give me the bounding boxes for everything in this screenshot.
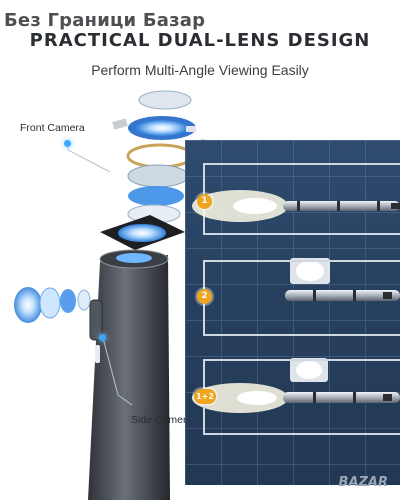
page-title: PRACTICAL DUAL-LENS DESIGN (29, 30, 371, 51)
mode-frame-2 (203, 260, 400, 336)
mode-badge-1: 1 (197, 194, 212, 209)
brand-logo: BAZAR (338, 475, 388, 490)
probe-front-view (192, 190, 400, 413)
side-camera-marker (99, 334, 106, 341)
mode-badge-2: 2 (197, 289, 212, 304)
device-body (88, 249, 170, 500)
exploded-lens-stack (100, 90, 213, 250)
mode-frame-3 (203, 359, 400, 435)
front-camera-label: Front Camera (20, 122, 85, 134)
watermark-text: Без Граници Базар (4, 10, 206, 31)
page-subtitle: Perform Multi-Angle Viewing Easily (91, 62, 309, 78)
mode-badge-3: 1+2 (194, 389, 216, 404)
front-camera-marker (64, 140, 71, 147)
viewing-modes-panel (185, 140, 400, 485)
side-camera-label: Side Camera (131, 414, 193, 426)
side-camera-beam (14, 287, 91, 323)
